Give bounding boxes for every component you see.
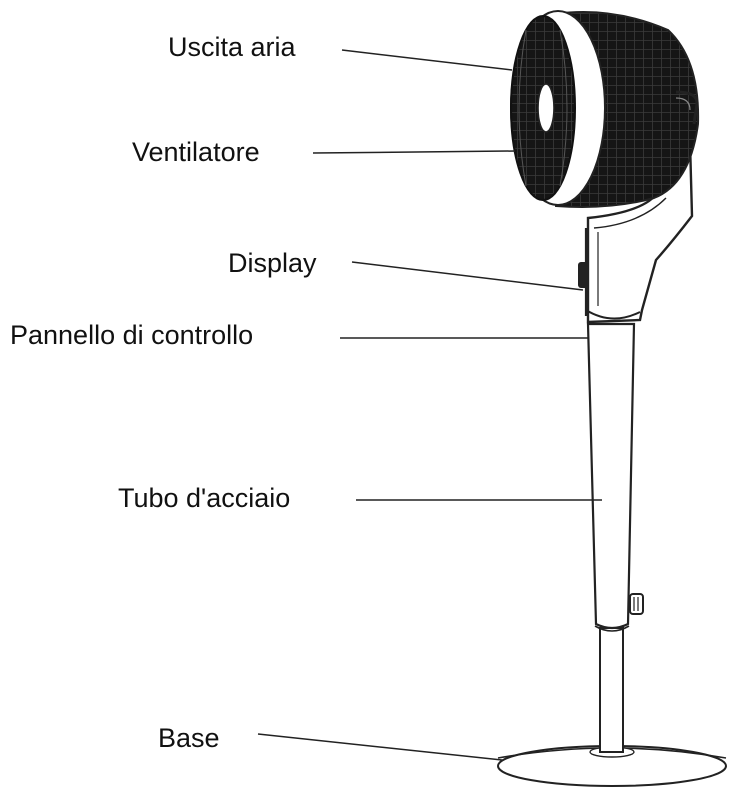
callout-line-base bbox=[257, 733, 503, 761]
fan-head bbox=[510, 10, 700, 208]
callout-lines bbox=[257, 49, 602, 761]
label-air-outlet: Uscita aria bbox=[168, 32, 296, 62]
label-display: Display bbox=[228, 248, 317, 278]
label-fan: Ventilatore bbox=[132, 137, 260, 167]
label-steel-tube: Tubo d'acciaio bbox=[118, 483, 291, 513]
label-base: Base bbox=[158, 723, 220, 753]
callout-line-fan bbox=[312, 150, 516, 154]
lower-pole bbox=[599, 627, 624, 753]
callout-line-air-outlet bbox=[341, 49, 513, 71]
callout-line-display bbox=[351, 261, 584, 291]
label-control-panel: Pannello di controllo bbox=[10, 320, 254, 350]
steel-tube-part bbox=[586, 322, 644, 632]
